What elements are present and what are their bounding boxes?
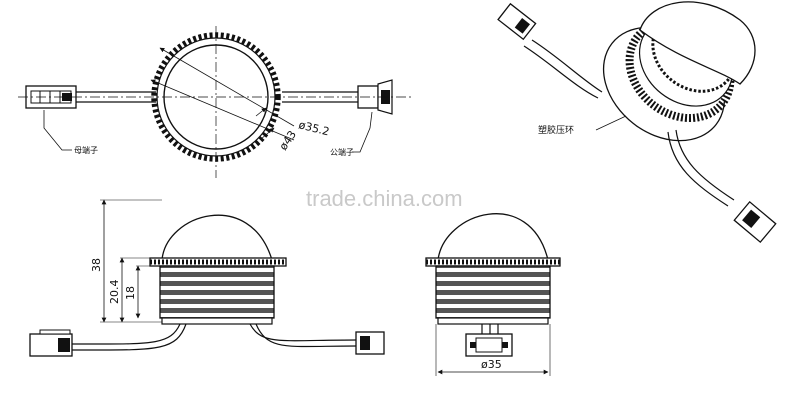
plastic-ring-label: 塑胶压环 xyxy=(538,124,574,136)
perspective-view: 塑胶压环 xyxy=(497,1,777,244)
height-thread-label: 18 xyxy=(124,286,137,300)
top-view: ø35.2 ø43 母端子 公端子 xyxy=(18,26,412,178)
side-view: 38 20.4 18 xyxy=(29,199,385,357)
front-view: ø35 xyxy=(425,213,561,376)
female-connector-label: 母端子 xyxy=(74,145,98,155)
width-base-label: ø35 xyxy=(481,358,502,371)
male-connector-label: 公端子 xyxy=(330,147,354,157)
watermark: trade.china.com xyxy=(306,186,463,211)
dia-inner-label: ø35.2 xyxy=(297,118,330,138)
height-total-label: 38 xyxy=(90,258,103,272)
dia-outer-label: ø43 xyxy=(277,128,299,152)
height-upper-label: 20.4 xyxy=(108,280,121,305)
